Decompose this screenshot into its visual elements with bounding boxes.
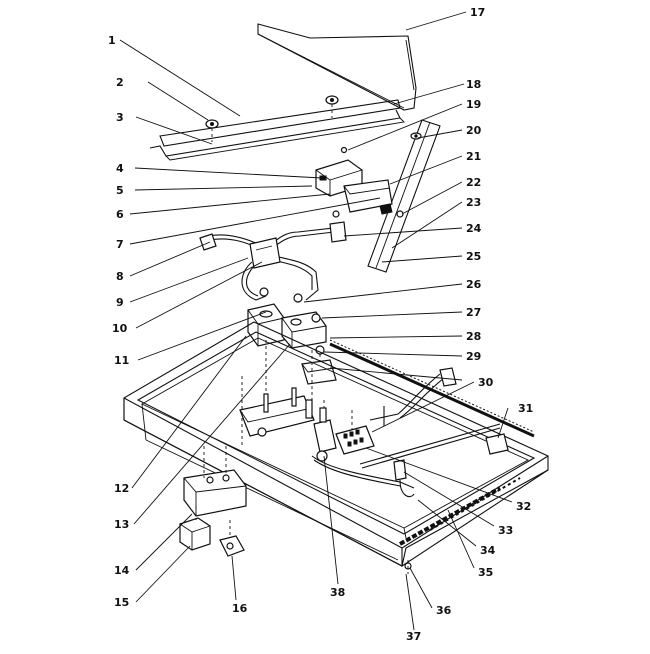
callout-32: 32 xyxy=(516,500,531,513)
callout-31: 31 xyxy=(518,402,533,415)
callout-21: 21 xyxy=(466,150,481,163)
callout-2: 2 xyxy=(116,76,124,89)
callout-leaders xyxy=(119,11,513,631)
callout-30: 30 xyxy=(478,376,494,389)
callout-13: 13 xyxy=(114,518,129,531)
callout-35: 35 xyxy=(478,566,493,579)
callout-24: 24 xyxy=(466,222,482,235)
callout-7: 7 xyxy=(116,238,124,251)
callout-22: 22 xyxy=(466,176,481,189)
part-gas-tubes xyxy=(199,210,347,303)
part-front-rail xyxy=(149,95,405,161)
callout-6: 6 xyxy=(116,208,124,221)
callout-11: 11 xyxy=(114,354,129,367)
callout-14: 14 xyxy=(114,564,130,577)
callout-5: 5 xyxy=(116,184,124,197)
callout-33: 33 xyxy=(498,524,513,537)
callout-27: 27 xyxy=(466,306,481,319)
callout-1: 1 xyxy=(108,34,116,47)
callout-9: 9 xyxy=(116,296,124,309)
callout-4: 4 xyxy=(116,162,124,175)
callout-18: 18 xyxy=(466,78,481,91)
part-inner-components xyxy=(239,340,509,498)
callout-12: 12 xyxy=(114,482,129,495)
callout-15: 15 xyxy=(114,596,129,609)
callout-28: 28 xyxy=(466,330,481,343)
callout-34: 34 xyxy=(480,544,496,557)
callout-38: 38 xyxy=(330,586,345,599)
callout-25: 25 xyxy=(466,250,481,263)
callout-3: 3 xyxy=(116,111,124,124)
callout-10: 10 xyxy=(112,322,128,335)
callout-26: 26 xyxy=(466,278,482,291)
callout-17: 17 xyxy=(470,6,485,19)
callout-37: 37 xyxy=(406,630,421,643)
part-valve-brackets xyxy=(247,303,337,385)
callout-23: 23 xyxy=(466,196,481,209)
callout-36: 36 xyxy=(436,604,452,617)
callout-labels: 1 2 3 4 5 6 7 8 9 10 11 12 13 14 15 16 1… xyxy=(108,6,533,643)
part-base-tray xyxy=(123,321,549,568)
callout-20: 20 xyxy=(466,124,482,137)
callout-8: 8 xyxy=(116,270,124,283)
part-switch-block xyxy=(315,159,393,215)
callout-16: 16 xyxy=(232,602,248,615)
callout-29: 29 xyxy=(466,350,481,363)
part-lower-bracket xyxy=(179,446,412,574)
callout-19: 19 xyxy=(466,98,481,111)
